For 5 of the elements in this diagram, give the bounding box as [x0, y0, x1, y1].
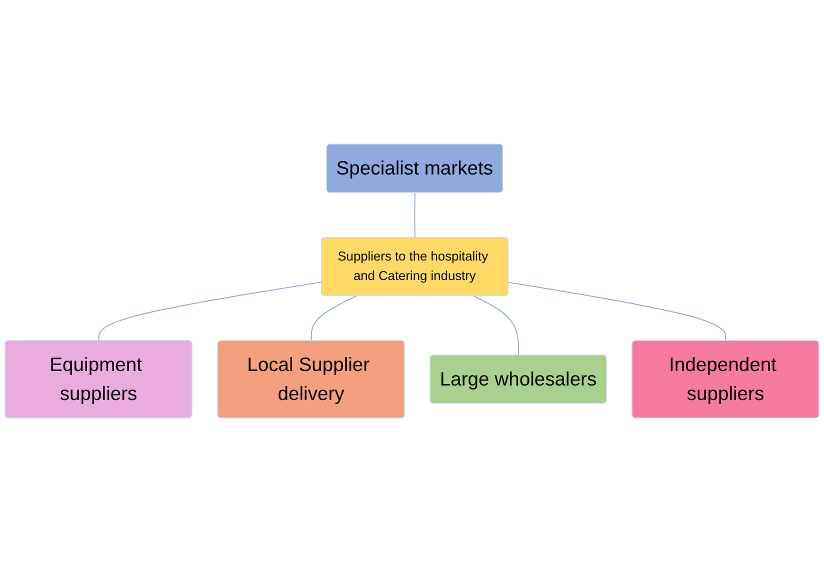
connector	[98, 281, 322, 341]
connector	[414, 192, 416, 238]
connector	[310, 294, 358, 341]
connector	[472, 294, 520, 356]
connector	[508, 281, 726, 341]
